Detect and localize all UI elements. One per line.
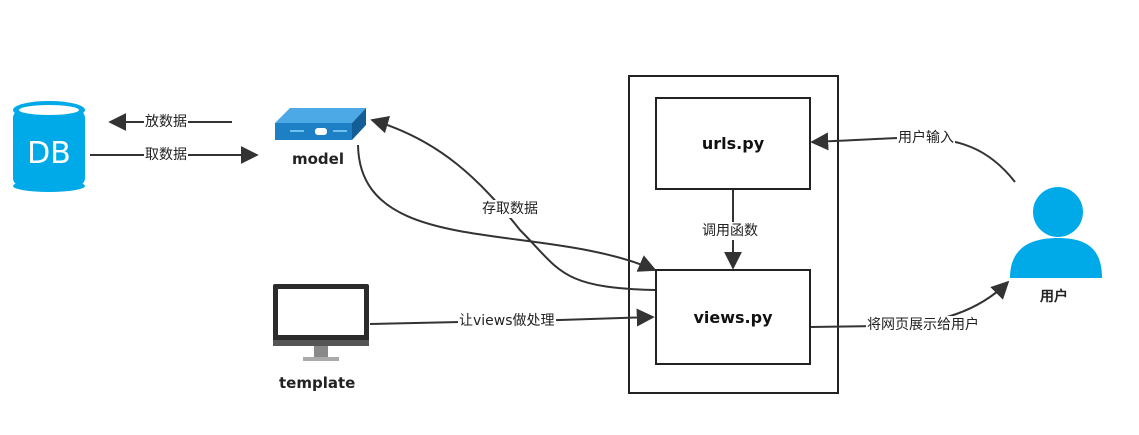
show-page-label: 将网页展示给用户 [866,316,980,334]
views-label: views.py [693,307,773,327]
urls-label: urls.py [701,134,765,153]
user-input-label: 用户输入 [897,129,955,147]
let-views-process-label: 让views做处理 [458,312,556,330]
user-label: 用户 [1040,289,1068,305]
database-icon [13,101,85,192]
template-monitor-icon [273,284,369,361]
get-data-label: 取数据 [144,146,188,164]
model-to-views-curve [357,144,657,272]
db-label: DB [27,136,71,171]
call-function-label: 调用函数 [701,222,759,240]
views-box: views.py [655,269,811,365]
template-label: template [279,374,356,392]
views-to-model-curve [370,115,656,291]
model-server-icon [275,108,366,140]
model-label: model [292,150,344,168]
urls-box: urls.py [655,97,811,190]
put-data-label: 放数据 [144,113,188,131]
server-frame [628,75,839,394]
access-data-label: 存取数据 [481,200,539,218]
user-icon [1010,187,1102,278]
